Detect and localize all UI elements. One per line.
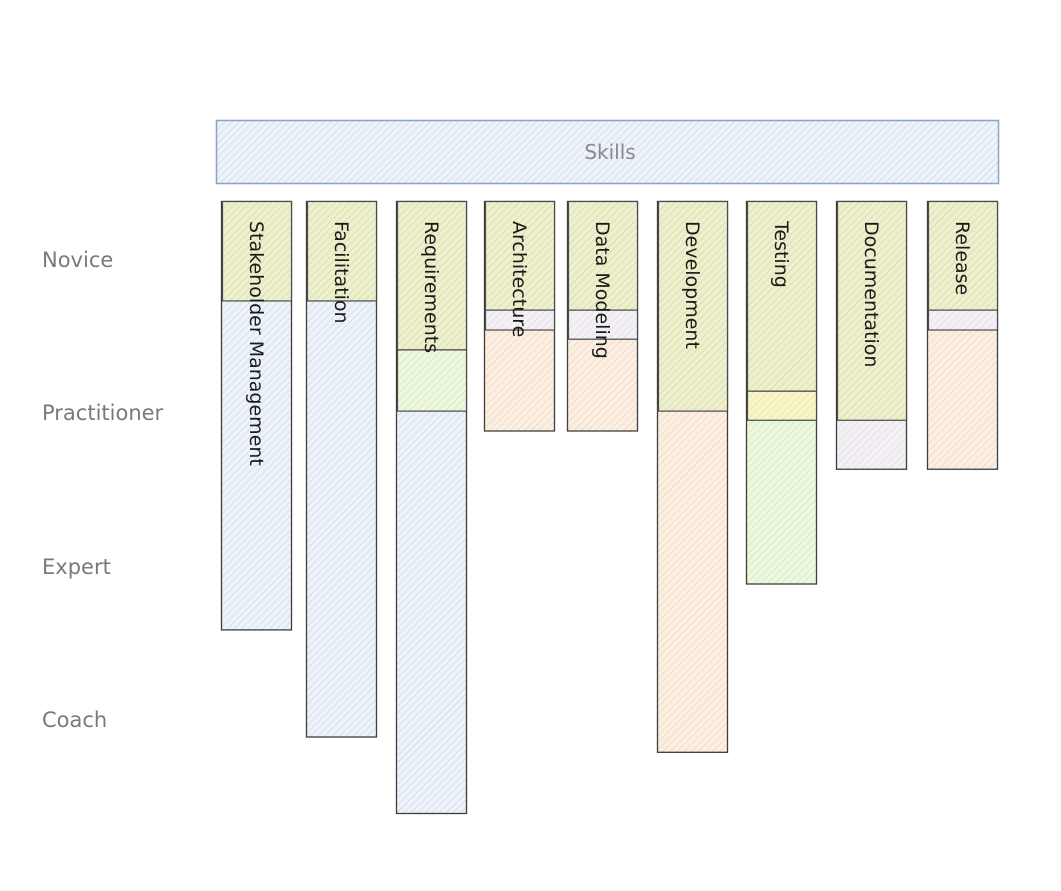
skill-label-release: Release (951, 221, 973, 295)
skill-column-data-modeling: Data Modeling (566, 200, 639, 432)
skill-column-documentation: Documentation (835, 200, 908, 470)
level-label-expert: Expert (42, 555, 111, 579)
skill-segment-development-0 (657, 200, 729, 412)
skill-segment-documentation-0 (836, 200, 908, 421)
skill-segment-facilitation-0 (306, 200, 378, 302)
skill-label-architecture: Architecture (508, 221, 530, 337)
level-label-coach: Coach (42, 708, 107, 732)
skill-column-architecture: Architecture (483, 200, 556, 432)
skill-column-release: Release (926, 200, 999, 470)
skill-column-development: Development (656, 200, 729, 753)
skill-segment-requirements-1 (396, 349, 468, 412)
skill-column-stakeholder-management: Stakeholder Management (220, 200, 293, 631)
skill-label-requirements: Requirements (420, 221, 442, 353)
skill-label-development: Development (681, 221, 703, 349)
skills-header-box (215, 119, 1000, 185)
skill-segment-release-0 (927, 200, 999, 311)
skill-label-documentation: Documentation (860, 221, 882, 367)
skill-segment-release-1 (927, 309, 999, 331)
skill-column-requirements: Requirements (395, 200, 468, 815)
level-label-novice: Novice (42, 248, 113, 272)
skill-segment-testing-1 (746, 390, 818, 421)
skill-label-facilitation: Facilitation (330, 221, 352, 324)
level-label-practitioner: Practitioner (42, 401, 164, 425)
skill-label-data-modeling: Data Modeling (591, 221, 613, 359)
skill-segment-testing-0 (746, 200, 818, 392)
skills-header-title: Skills (584, 140, 635, 164)
skill-columns: Stakeholder Management Facilitation Requir… (220, 200, 999, 815)
skill-label-testing: Testing (770, 220, 792, 288)
skill-label-stakeholder-management: Stakeholder Management (245, 221, 267, 466)
skill-segment-stakeholder-management-0 (221, 200, 293, 302)
skill-segment-data-modeling-1 (567, 309, 639, 340)
skill-segment-architecture-1 (484, 309, 556, 331)
skill-column-testing: Testing (745, 200, 818, 585)
skill-column-facilitation: Facilitation (305, 200, 378, 738)
